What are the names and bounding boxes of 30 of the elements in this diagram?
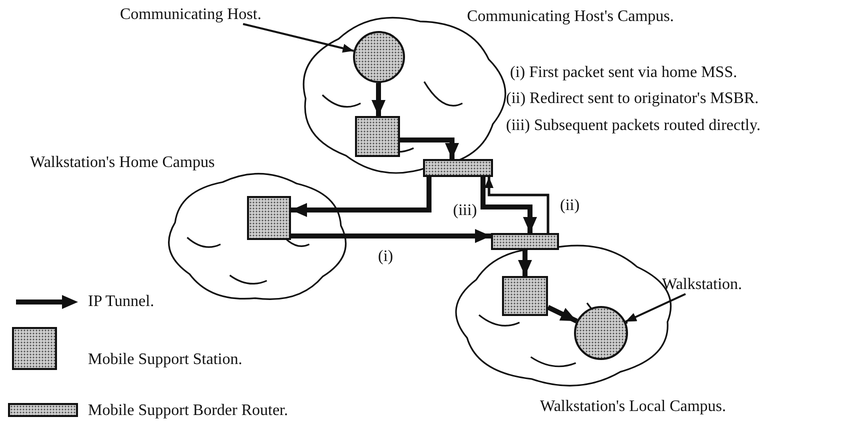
support-station-square xyxy=(247,196,291,240)
legend-text: Mobile Support Station. xyxy=(88,351,242,369)
tunnel-arrow xyxy=(400,138,459,159)
legend-text: Mobile Support Border Router. xyxy=(88,402,288,420)
campus-heading: Communicating Host's Campus. xyxy=(467,8,674,26)
tunnel-arrow xyxy=(480,177,537,233)
edge-label: (ii) xyxy=(559,198,581,214)
border-router-bar xyxy=(491,233,559,250)
support-station-square xyxy=(355,116,400,157)
edge-label: (i) xyxy=(377,249,394,265)
station-circle xyxy=(574,306,628,360)
note-text: (iii) Subsequent packets routed directly. xyxy=(506,117,760,135)
support-station-square xyxy=(502,276,548,316)
legend-text: IP Tunnel. xyxy=(88,293,154,311)
tunnel-arrow xyxy=(372,83,386,116)
tunnel-arrow xyxy=(546,304,578,324)
callout-label: Communicating Host. xyxy=(120,6,292,24)
callout-label: Walkstation. xyxy=(662,276,748,294)
tunnel-arrow xyxy=(518,250,532,276)
edge-label: (iii) xyxy=(452,203,478,219)
tunnel-arrow xyxy=(291,229,491,243)
border-router-bar xyxy=(423,159,493,177)
note-text: (ii) Redirect sent to originator's MSBR. xyxy=(506,90,759,108)
station-circle xyxy=(353,31,405,83)
note-text: (i) First packet sent via home MSS. xyxy=(510,64,738,82)
campus-heading: Walkstation's Home Campus xyxy=(30,154,215,172)
leader-arrow xyxy=(625,293,686,323)
leader-arrow xyxy=(484,177,550,233)
campus-heading: Walkstation's Local Campus. xyxy=(540,398,726,416)
leader-arrow xyxy=(242,23,354,53)
